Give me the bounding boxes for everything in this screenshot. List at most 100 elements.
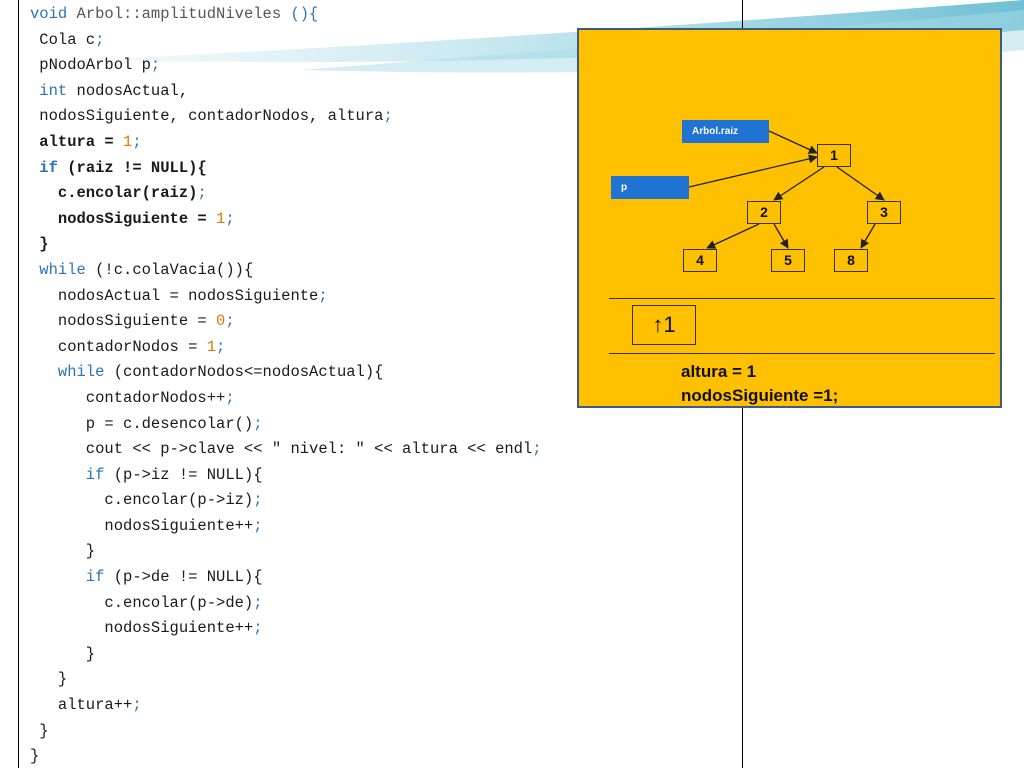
- code-token: }: [30, 747, 40, 766]
- code-token: 1: [206, 337, 217, 356]
- code-line: altura = 1;: [30, 130, 542, 156]
- code-token: }: [30, 644, 96, 663]
- code-line: p = c.desencolar();: [30, 412, 542, 438]
- code-token: ;: [225, 209, 235, 228]
- code-token: }: [30, 542, 96, 561]
- code-line: nodosSiguiente = 1;: [30, 207, 542, 233]
- code-line: nodosActual = nodosSiguiente;: [30, 284, 542, 310]
- code-token: ;: [253, 593, 263, 612]
- code-token: ;: [216, 337, 226, 356]
- edge-p-to-1: [688, 154, 818, 188]
- code-line: }: [30, 539, 542, 565]
- code-token: (contadorNodos<=nodosActual){: [113, 363, 384, 382]
- code-token: ;: [197, 184, 207, 203]
- code-token: (){: [290, 5, 319, 23]
- code-token: nodosActual,: [76, 81, 189, 100]
- code-token: ;: [132, 696, 142, 715]
- code-line: nodosSiguiente, contadorNodos, altura;: [30, 104, 542, 130]
- edge-raiz-to-1: [768, 130, 818, 154]
- code-line: nodosSiguiente++;: [30, 514, 542, 540]
- edge-2-to-5: [773, 223, 789, 249]
- queue-bottom-line: [609, 353, 995, 354]
- code-token: ;: [225, 312, 235, 331]
- code-line: nodosSiguiente++;: [30, 616, 542, 642]
- code-line: int nodosActual,: [30, 79, 542, 105]
- code-token: ;: [132, 132, 142, 151]
- code-line: nodosSiguiente = 0;: [30, 309, 542, 335]
- code-token: nodosSiguiente =: [30, 312, 217, 331]
- code-token: }: [30, 670, 68, 689]
- tree-node-2: 2: [747, 201, 781, 224]
- code-token: 0: [216, 312, 226, 331]
- queue-top-line: [609, 298, 995, 299]
- code-line: }: [30, 719, 542, 745]
- tree-node-5: 5: [771, 249, 805, 272]
- code-token: }: [30, 721, 49, 740]
- code-line: if (raiz != NULL){: [30, 156, 542, 182]
- code-line: c.encolar(p->de);: [30, 591, 542, 617]
- code-token: if: [30, 158, 68, 177]
- code-token: 1: [123, 132, 133, 151]
- code-token: if: [30, 465, 114, 484]
- code-token: while: [30, 363, 114, 382]
- code-listing: void Arbol::amplitudNiveles (){ Cola c; …: [30, 2, 542, 770]
- code-token: ;: [253, 491, 263, 510]
- code-line: contadorNodos = 1;: [30, 335, 542, 361]
- code-line: if (p->iz != NULL){: [30, 463, 542, 489]
- edge-3-to-8: [860, 223, 876, 249]
- code-line: }: [30, 642, 542, 668]
- code-token: ;: [150, 56, 161, 75]
- code-token: pNodoArbol p: [30, 56, 151, 75]
- code-token: ;: [225, 388, 235, 407]
- code-line: c.encolar(raiz);: [30, 181, 542, 207]
- code-token: Cola c: [30, 30, 96, 49]
- code-token: ;: [532, 440, 542, 459]
- code-token: if: [30, 568, 114, 587]
- edge-2-to-4: [706, 223, 760, 249]
- code-token: nodosSiguiente++: [30, 516, 254, 535]
- code-token: (p->de != NULL){: [113, 568, 263, 587]
- code-token: ;: [95, 30, 105, 49]
- code-line: while (contadorNodos<=nodosActual){: [30, 360, 542, 386]
- code-line: pNodoArbol p;: [30, 53, 542, 79]
- code-line: cout << p->clave << " nivel: " << altura…: [30, 437, 542, 463]
- code-token: 1: [216, 209, 226, 228]
- status-altura: altura = 1: [681, 362, 757, 381]
- code-token: ;: [383, 107, 393, 126]
- tree-node-3: 3: [867, 201, 901, 224]
- code-line: while (!c.colaVacia()){: [30, 258, 542, 284]
- code-token: }: [30, 235, 49, 254]
- status-nodos-siguiente: nodosSiguiente =1;: [681, 386, 839, 405]
- code-line: altura++;: [30, 693, 542, 719]
- code-token: contadorNodos =: [30, 337, 207, 356]
- code-token: c.encolar(p->de): [30, 593, 254, 612]
- tree-diagram-panel: Arbol.raiz p 1 2 3 4 5 8 ↑1 altura = 1 n…: [577, 28, 1002, 408]
- code-line: void Arbol::amplitudNiveles (){: [30, 2, 542, 28]
- code-line: if (p->de != NULL){: [30, 565, 542, 591]
- code-token: c.encolar(raiz): [30, 184, 198, 203]
- code-token: nodosSiguiente, contadorNodos, altura: [30, 107, 384, 126]
- code-token: ;: [318, 286, 328, 305]
- edge-1-to-3: [836, 166, 885, 201]
- code-token: altura =: [30, 132, 124, 151]
- code-token: c.encolar(p->iz): [30, 491, 254, 510]
- code-line: contadorNodos++;: [30, 386, 542, 412]
- code-line: Cola c;: [30, 28, 542, 54]
- code-token: nodosActual = nodosSiguiente: [30, 286, 319, 305]
- code-token: p = c.desencolar(): [30, 414, 254, 433]
- code-token: nodosSiguiente++: [30, 619, 254, 638]
- code-token: ;: [253, 516, 263, 535]
- code-token: (p->iz != NULL){: [113, 465, 263, 484]
- code-token: ;: [253, 619, 263, 638]
- code-token: cout << p->clave << " nivel: " << altura…: [30, 440, 533, 459]
- code-token: (raiz != NULL){: [67, 158, 207, 177]
- code-line: }: [30, 232, 542, 258]
- code-token: ;: [253, 414, 263, 433]
- code-token: Arbol::amplitudNiveles: [76, 5, 291, 23]
- code-token: (!c.colaVacia()){: [95, 260, 254, 279]
- code-token: altura++: [30, 696, 133, 715]
- code-line: c.encolar(p->iz);: [30, 488, 542, 514]
- code-token: contadorNodos++: [30, 388, 226, 407]
- tree-node-1: 1: [817, 144, 851, 167]
- code-line: }: [30, 667, 542, 693]
